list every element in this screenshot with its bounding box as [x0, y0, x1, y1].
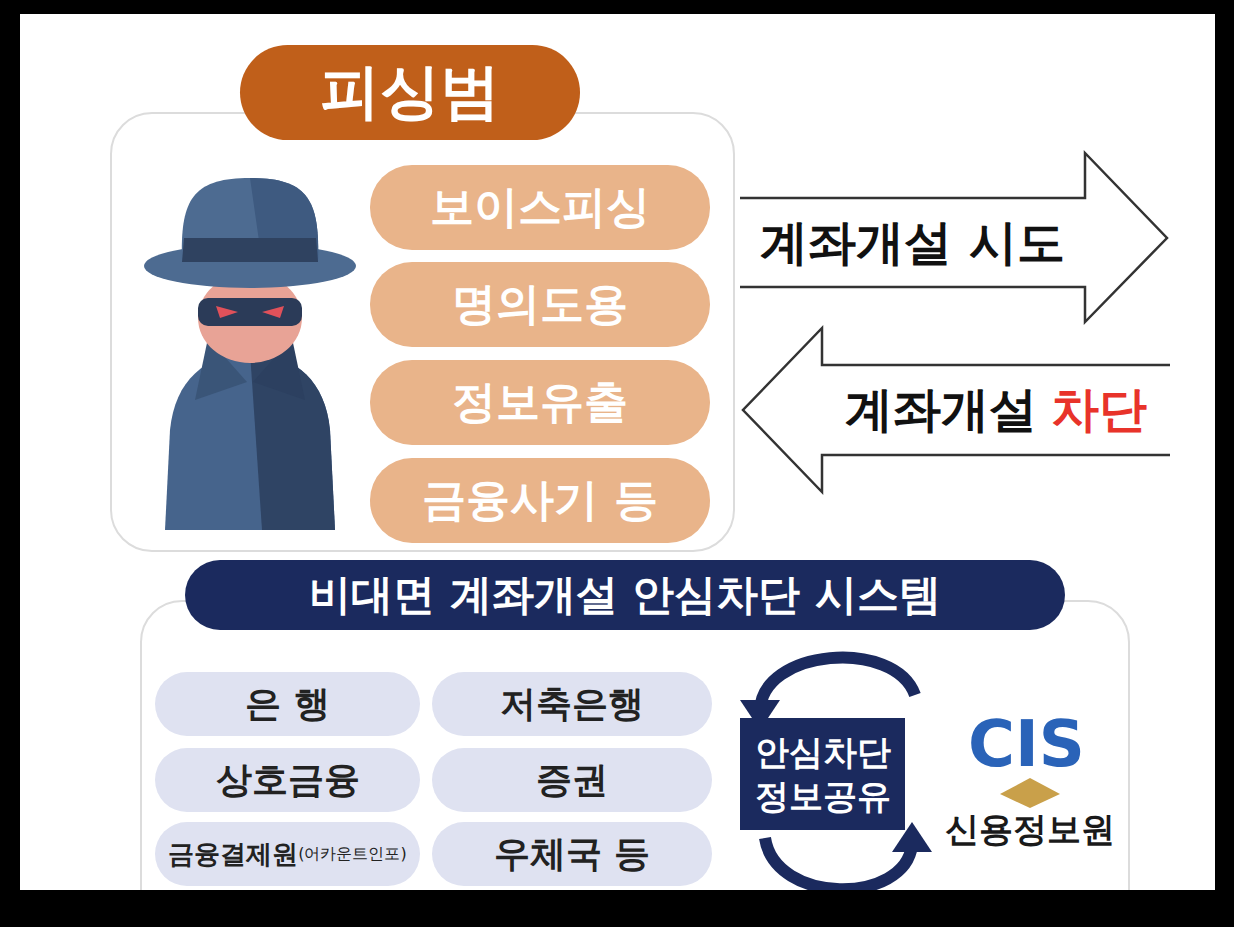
- block-arrow: 계좌개설 시도: [740, 150, 1170, 325]
- arrow-text-slot: 계좌개설 시도: [740, 198, 1085, 287]
- group-box: 피싱범보이스피싱명의도용정보유출금융사기 등: [110, 112, 735, 552]
- institution-pill: 저축은행: [432, 672, 712, 736]
- box-text: 증권: [536, 756, 608, 805]
- org-name: 신용정보원: [945, 812, 1115, 846]
- arrow-shape: [743, 328, 1170, 492]
- hat-band: [182, 238, 318, 262]
- crime-type-pill: 금융사기 등: [370, 458, 710, 543]
- hat-crown: [182, 178, 318, 262]
- cycle-arc: [765, 838, 912, 889]
- institution-pill: 금융결제원(어카운트인포): [155, 822, 420, 886]
- institution-pill: 우체국 등: [432, 822, 712, 886]
- box-subtext: (어카운트인포): [298, 844, 407, 865]
- crime-type-pill: 보이스피싱: [370, 165, 710, 250]
- box-text: 명의도용: [452, 275, 628, 334]
- highlight-text: 차단: [1051, 378, 1147, 442]
- arrow-text: 계좌개설 시도: [760, 211, 1065, 275]
- coat: [165, 352, 335, 530]
- cycle-arrows: [740, 658, 932, 890]
- box-text: 보이스피싱: [430, 178, 650, 237]
- node-layer: 피싱범보이스피싱명의도용정보유출금융사기 등 계좌개설 시도계좌개설차단비대면 계…: [20, 14, 1215, 890]
- mask: [198, 298, 302, 326]
- canvas: 피싱범보이스피싱명의도용정보유출금융사기 등 계좌개설 시도계좌개설차단비대면 계…: [20, 14, 1215, 890]
- logo-text: CIS: [968, 712, 1085, 776]
- box-text: 은 행: [245, 680, 330, 729]
- heading-text: 피싱범: [320, 52, 500, 133]
- box-text: 우체국 등: [494, 830, 651, 879]
- eye: [216, 306, 238, 318]
- logo-mark: [1000, 778, 1060, 808]
- heading-text: 비대면 계좌개설 안심차단 시스템: [309, 567, 941, 623]
- box-text: 정보유출: [452, 373, 628, 432]
- institution-pill: 증권: [432, 748, 712, 812]
- cycle-arc: [760, 658, 915, 712]
- block-arrow: 계좌개설차단: [740, 325, 1170, 495]
- heading-pill: 비대면 계좌개설 안심차단 시스템: [185, 560, 1065, 630]
- box-text: 상호금융: [216, 756, 360, 805]
- eye: [262, 306, 284, 318]
- box-text: 금융결제원: [168, 837, 298, 872]
- institution-pill: 상호금융: [155, 748, 420, 812]
- info-share-box: 안심차단 정보공유: [740, 718, 905, 830]
- heading-pill: 피싱범: [240, 45, 580, 140]
- arrow-shape: [740, 153, 1167, 322]
- crime-type-pill: 정보유출: [370, 360, 710, 445]
- crime-type-pill: 명의도용: [370, 262, 710, 347]
- institution-pill: 은 행: [155, 672, 420, 736]
- box-text: 안심차단 정보공유: [748, 730, 897, 818]
- box-text: 저축은행: [500, 680, 644, 729]
- arrow-text-slot: 계좌개설차단: [822, 365, 1170, 455]
- arrow-text: 계좌개설: [845, 378, 1037, 442]
- phisher-figure: [144, 178, 356, 530]
- box-text: 금융사기 등: [422, 471, 657, 530]
